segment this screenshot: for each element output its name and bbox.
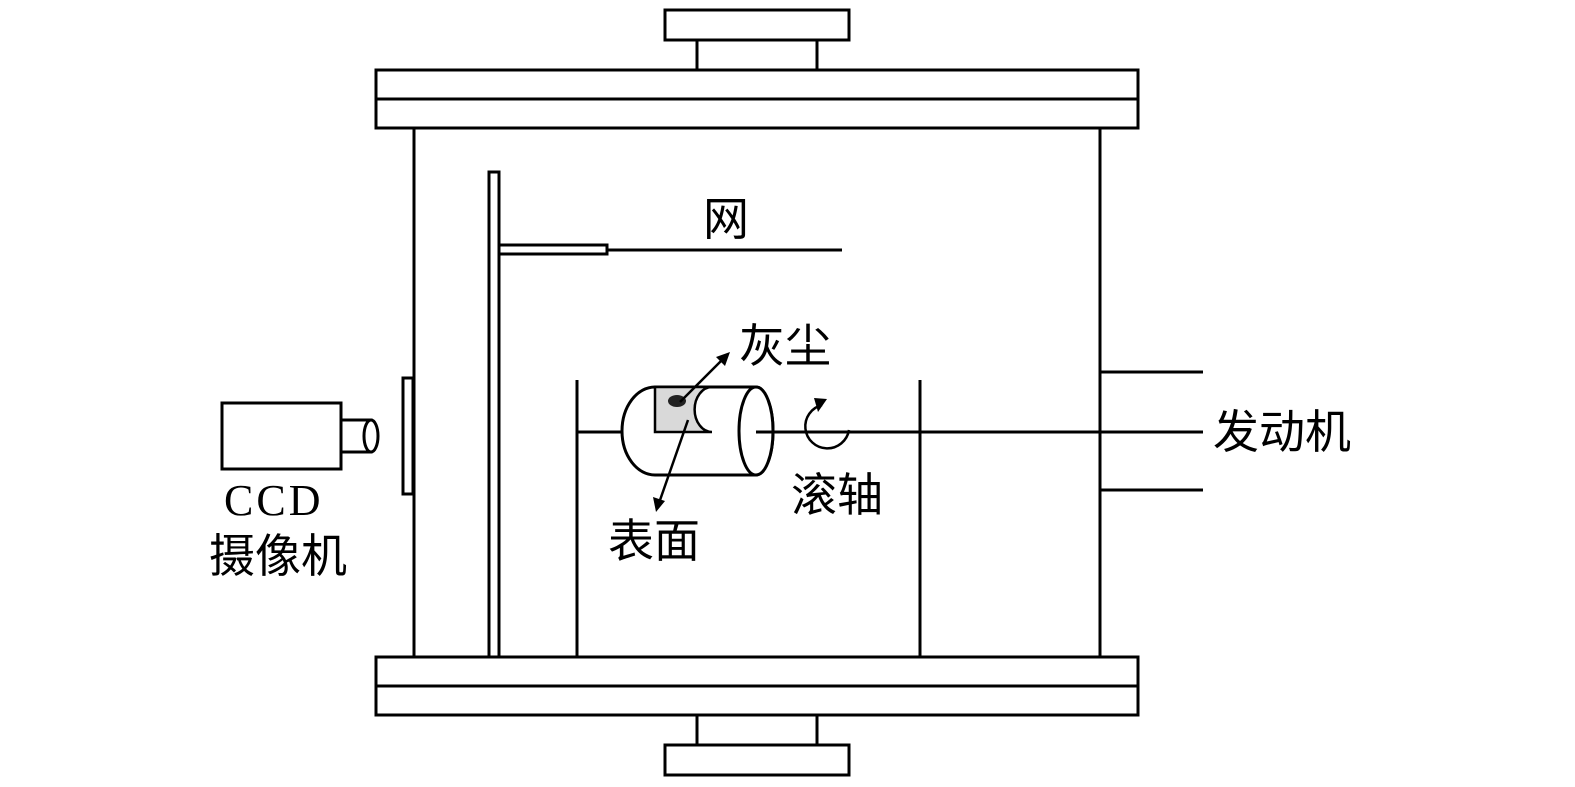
surface-arrow [653, 419, 690, 512]
mesh-arm [497, 243, 609, 256]
dust-particle [668, 395, 686, 407]
label-surface: 表面 [608, 514, 700, 568]
ccd-lens-front [362, 418, 380, 454]
top-port [663, 8, 851, 72]
top-port-neck [695, 38, 819, 72]
label-ccd-line2: 摄像机 [209, 529, 347, 583]
cylinder-sample [620, 385, 775, 477]
label-ccd-line1: CCD [224, 476, 323, 525]
ccd-camera [220, 401, 380, 471]
ccd-camera-body [220, 401, 343, 471]
label-dust: 灰尘 [739, 319, 831, 373]
label-motor: 发动机 [1213, 405, 1351, 459]
bottom-flange [374, 655, 1140, 717]
viewport-window [401, 376, 415, 496]
label-roller: 滚轴 [791, 468, 883, 522]
top-port-cap [663, 8, 851, 42]
mesh-support-post [487, 170, 501, 659]
label-mesh: 网 [703, 192, 749, 246]
bottom-port-cap [663, 743, 851, 777]
rotation-arrow-icon [804, 398, 851, 450]
bottom-port-neck [695, 713, 819, 747]
bottom-port [663, 713, 851, 777]
top-flange [374, 68, 1140, 130]
dust-arrow [679, 352, 730, 403]
